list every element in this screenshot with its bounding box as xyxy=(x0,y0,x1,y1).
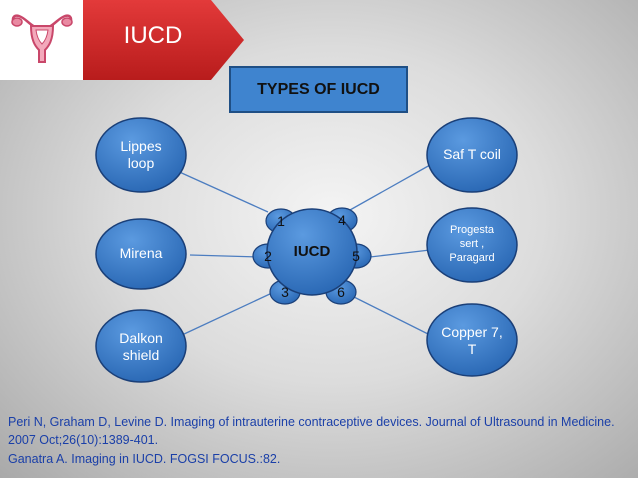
reference-item: Ganatra A. Imaging in IUCD. FOGSI FOCUS.… xyxy=(8,452,281,466)
reference-item: Peri N, Graham D, Levine D. Imaging of i… xyxy=(8,415,615,447)
logo-box xyxy=(0,0,83,80)
number-label-6: 6 xyxy=(337,284,345,300)
references: Peri N, Graham D, Levine D. Imaging of i… xyxy=(8,414,633,469)
connector-progesta xyxy=(369,249,431,258)
diagram-subtitle: TYPES OF IUCD xyxy=(229,66,408,113)
number-label-3: 3 xyxy=(281,284,289,300)
type-node-dalkon xyxy=(95,309,187,383)
connector-lippes xyxy=(174,169,269,213)
type-node-saf-t xyxy=(426,117,518,193)
title-banner: IUCD xyxy=(83,0,244,80)
type-label-progesta: Progesta sert , Paragard xyxy=(449,224,495,264)
connector-dalkon xyxy=(181,292,273,336)
center-node xyxy=(266,208,358,296)
number-label-4: 4 xyxy=(338,212,346,228)
type-label-lippes: Lippes loop xyxy=(120,137,162,172)
type-node-progesta xyxy=(426,207,518,283)
connector-copper xyxy=(349,294,431,336)
number-label-5: 5 xyxy=(352,248,360,264)
connector-saf-t xyxy=(349,164,431,211)
type-label-dalkon: Dalkon shield xyxy=(119,329,163,364)
center-node-label: IUCD xyxy=(293,242,331,260)
number-label-2: 2 xyxy=(264,248,272,264)
number-label-1: 1 xyxy=(277,213,285,229)
type-node-lippes xyxy=(95,117,187,193)
type-node-copper xyxy=(426,303,518,377)
type-node-mirena xyxy=(95,218,187,290)
connector-mirena xyxy=(189,254,259,258)
type-label-mirena: Mirena xyxy=(119,245,163,262)
page-title: IUCD xyxy=(123,22,183,49)
uterus-icon xyxy=(10,14,73,63)
type-label-copper: Copper 7, T xyxy=(441,323,503,358)
type-label-saf-t: Saf T coil xyxy=(443,146,501,163)
